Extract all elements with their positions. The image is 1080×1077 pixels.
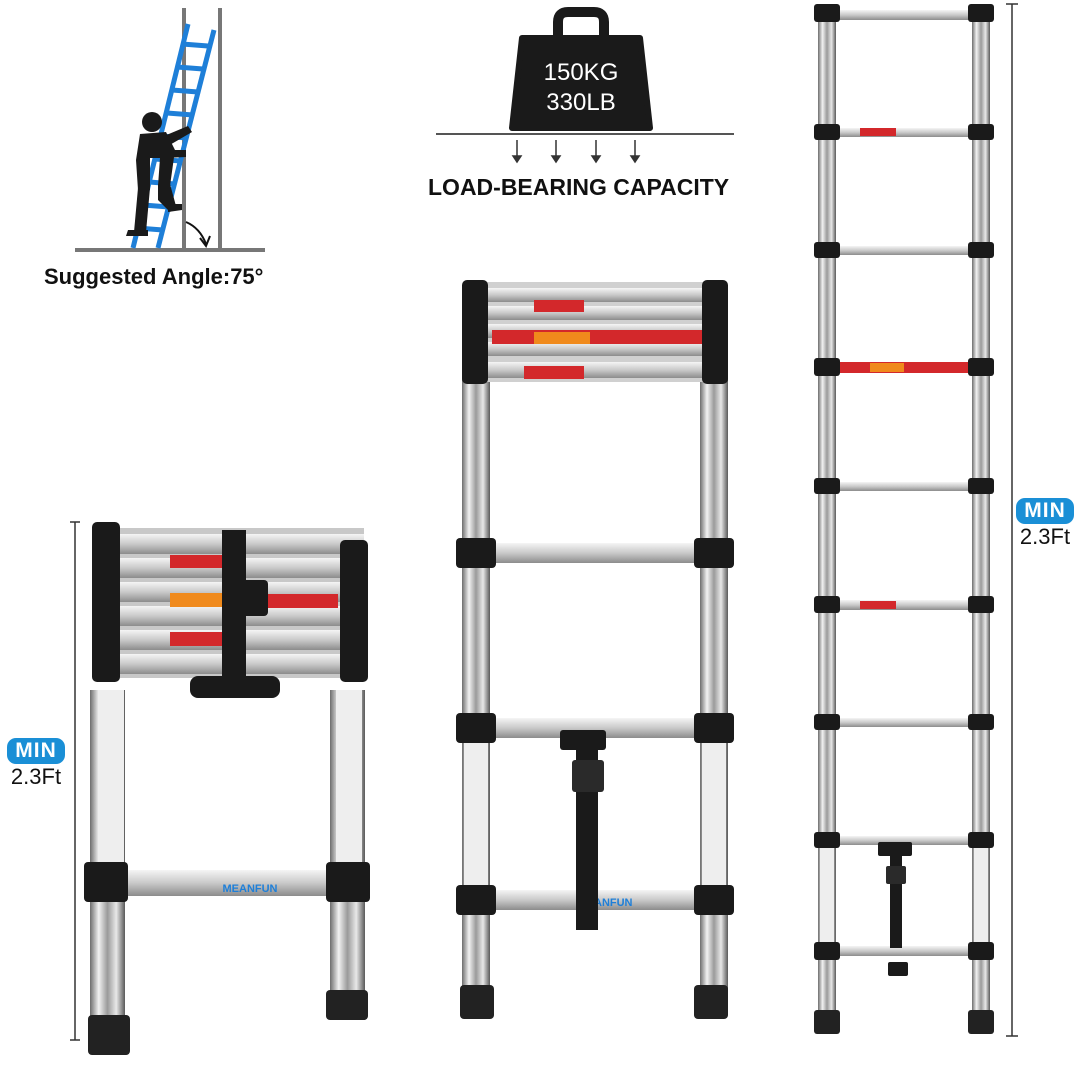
fully-extended-ladder — [814, 4, 994, 1034]
weight-icon: 150KG 330LB — [436, 7, 734, 164]
collapsed-ladder: MEANFUN — [84, 522, 370, 1055]
load-capacity-caption: LOAD-BEARING CAPACITY — [428, 174, 730, 200]
weight-lb-text: 330LB — [546, 89, 615, 116]
brand-logo-small: MEANFUN — [223, 883, 278, 895]
left-min-badge: MIN — [7, 738, 65, 764]
weight-kg-text: 150KG — [544, 59, 619, 86]
right-min-height: MIN 2.3Ft — [1012, 498, 1078, 550]
angle-caption: Suggested Angle:75° — [44, 264, 264, 289]
left-min-height: MIN 2.3Ft — [4, 738, 68, 790]
right-min-badge: MIN — [1016, 498, 1074, 524]
half-extended-ladder: MEANFUN — [456, 280, 734, 1019]
angle-diagram-icon — [75, 8, 265, 252]
right-height-line — [1006, 3, 1018, 1037]
right-min-value: 2.3Ft — [1019, 524, 1071, 549]
left-height-line — [70, 521, 80, 1041]
left-min-value: 2.3Ft — [10, 764, 62, 789]
